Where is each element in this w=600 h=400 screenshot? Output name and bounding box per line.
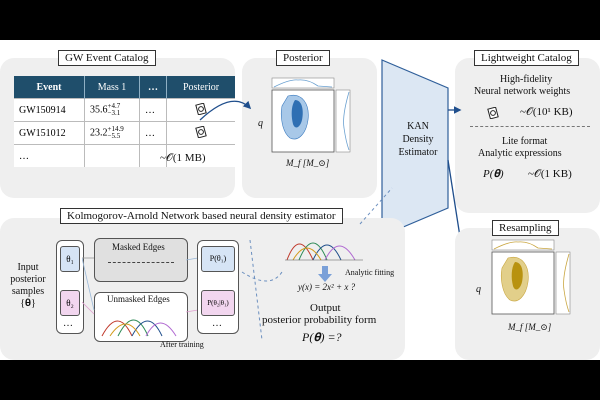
hf-size: ~𝒪(10¹ KB) bbox=[520, 106, 573, 118]
theta1-node: θ₁ bbox=[60, 246, 80, 272]
lite-size: ~𝒪(1 KB) bbox=[528, 168, 572, 180]
posterior-ylabel: q bbox=[258, 118, 263, 129]
posterior-inner-contour bbox=[291, 100, 303, 128]
table-row: GW151012 23.2+14.9−5.5 … bbox=[14, 121, 235, 145]
catalog-to-posterior-arrow bbox=[199, 100, 252, 121]
down-arrow-icon bbox=[318, 266, 332, 282]
catalog-title: GW Event Catalog bbox=[58, 50, 156, 66]
posterior-title: Posterior bbox=[276, 50, 330, 66]
resampling-inner-contour bbox=[511, 262, 523, 290]
resampling-plot bbox=[491, 239, 571, 315]
row-dots: … bbox=[139, 98, 167, 122]
mass-value: 35.6+4.7−3.1 bbox=[84, 98, 140, 122]
masked-dash bbox=[108, 262, 174, 263]
catalog-table-wrap: Event Mass 1 … Posterior GW150914 35.6+4… bbox=[14, 76, 235, 167]
lightweight-divider bbox=[470, 126, 590, 127]
catalog-size: ~𝒪(1 MB) bbox=[160, 152, 206, 164]
output-label-1: Output bbox=[310, 302, 341, 314]
resampling-xlabel: M_f [M_⊙] bbox=[508, 322, 552, 332]
input-label: Input posterior samples {𝛉} bbox=[10, 262, 46, 309]
header-mass1: Mass 1 bbox=[84, 76, 140, 99]
table-row: GW150914 35.6+4.7−3.1 … bbox=[14, 98, 235, 122]
posterior-plot bbox=[271, 77, 351, 153]
header-posterior: Posterior bbox=[166, 76, 235, 99]
catalog-header-row: Event Mass 1 … Posterior bbox=[14, 76, 235, 99]
event-name: GW151012 bbox=[14, 121, 85, 145]
mass-value: 23.2+14.9−5.5 bbox=[84, 121, 140, 145]
lite-p: P(𝛉) bbox=[483, 168, 504, 180]
header-event: Event bbox=[14, 76, 85, 99]
hf-file-icon bbox=[487, 106, 499, 124]
file-icon bbox=[166, 121, 235, 145]
file-icon bbox=[166, 98, 235, 122]
resampling-title: Resampling bbox=[492, 220, 559, 236]
basis-curves bbox=[285, 242, 363, 261]
posterior-xlabel: M_f [M_⊙] bbox=[286, 158, 330, 168]
output-label-2: posterior probability form bbox=[262, 314, 377, 326]
lite-line1: Lite format bbox=[502, 136, 548, 147]
network-title: Kolmogorov-Arnold Network based neural d… bbox=[60, 208, 343, 224]
catalog-table: Event Mass 1 … Posterior GW150914 35.6+4… bbox=[14, 76, 235, 167]
diagram-canvas: GW Event Catalog Event Mass 1 … Posterio… bbox=[0, 40, 600, 360]
event-name: GW150914 bbox=[14, 98, 85, 122]
dashed-connectors bbox=[241, 187, 393, 341]
input-dots: … bbox=[63, 318, 73, 329]
lite-line2: Analytic expressions bbox=[478, 148, 562, 159]
resampling-ylabel: q bbox=[476, 284, 481, 295]
edge-lines bbox=[82, 257, 199, 315]
kan-label: KAN Density Estimator bbox=[398, 121, 438, 158]
unmasked-curves bbox=[101, 319, 177, 337]
p2-node: P(θ₂|θ₁) bbox=[201, 290, 235, 316]
kan-funnel bbox=[381, 59, 449, 237]
hf-line2: Neural network weights bbox=[474, 86, 571, 97]
lightweight-title: Lightweight Catalog bbox=[474, 50, 579, 66]
unmasked-edges-box bbox=[94, 292, 188, 342]
after-training: After training bbox=[160, 340, 204, 349]
unmasked-edges-label: Unmasked Edges bbox=[107, 294, 170, 304]
lightweight-panel bbox=[455, 58, 600, 213]
analytic-fitting: Analytic fitting bbox=[345, 268, 395, 277]
output-dots: … bbox=[212, 318, 222, 329]
hf-line1: High-fidelity bbox=[500, 74, 553, 85]
equation: y(x) = 2x² + x ? bbox=[298, 282, 356, 292]
event-name: … bbox=[14, 144, 85, 167]
theta2-node: θ₂ bbox=[60, 290, 80, 316]
table-row: … bbox=[14, 144, 235, 167]
output-equation: P(𝛉) =? bbox=[302, 330, 342, 344]
p1-node: P(θ₁) bbox=[201, 246, 235, 272]
masked-edges-label: Masked Edges bbox=[112, 242, 165, 252]
header-dots: … bbox=[139, 76, 167, 99]
row-dots: … bbox=[139, 121, 167, 145]
